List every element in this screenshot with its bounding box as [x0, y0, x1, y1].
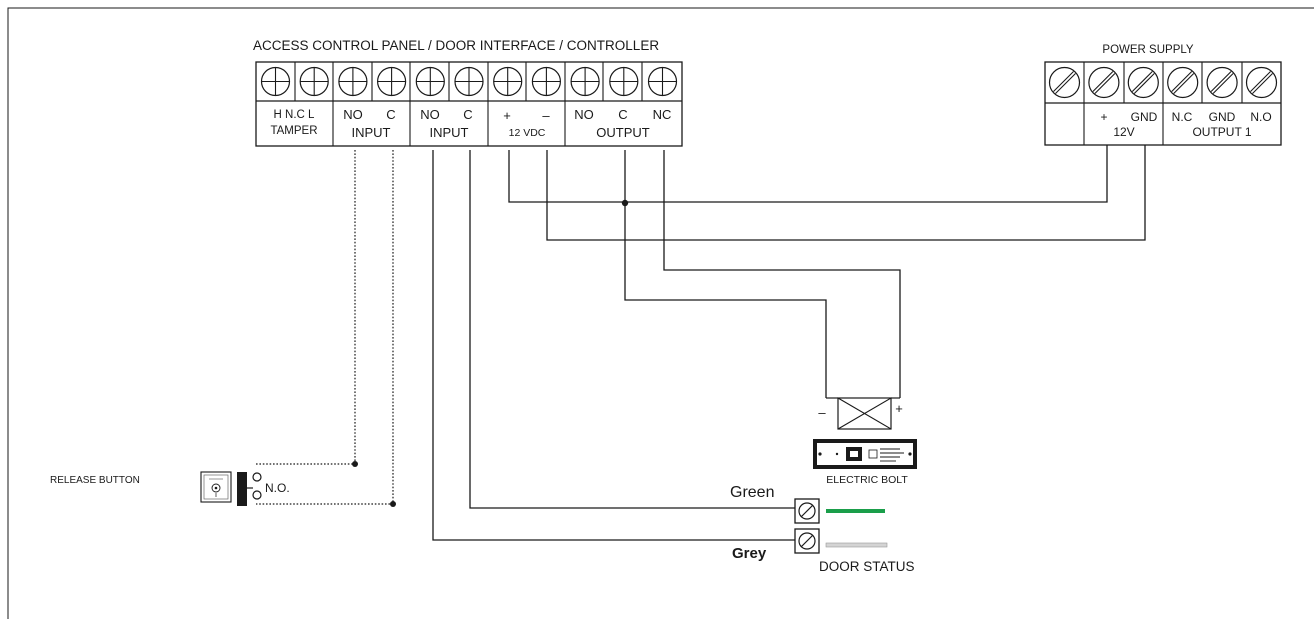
controller-screw-terminals	[260, 66, 678, 97]
slot-screw-icon	[1167, 66, 1199, 99]
wire-grey	[432, 150, 796, 541]
vdc-plus-label: +	[503, 108, 511, 123]
electric-bolt-icon	[813, 439, 917, 469]
input2-no-label: NO	[420, 107, 440, 122]
output-group-label: OUTPUT	[596, 125, 650, 140]
input1-no-label: NO	[343, 107, 363, 122]
cross-screw-icon	[338, 66, 368, 97]
cross-screw-icon	[531, 66, 562, 97]
output-nc-label: NC	[653, 107, 672, 122]
door-status-terminal-green	[794, 498, 820, 524]
ps-12v-label: 12V	[1113, 125, 1134, 139]
cross-screw-icon	[377, 66, 407, 97]
ps-plus-label: +	[1100, 110, 1107, 124]
wire-release-no	[256, 150, 356, 465]
green-lead	[826, 509, 885, 513]
cross-screw-icon	[454, 66, 484, 97]
release-button-icon	[200, 471, 253, 506]
door-status-terminal-grey	[794, 528, 820, 554]
ps-output1-label: OUTPUT 1	[1192, 125, 1251, 139]
vdc-minus-label: –	[542, 108, 550, 123]
cross-screw-icon	[647, 66, 678, 97]
release-button-label: RELEASE BUTTON	[50, 475, 140, 486]
door-status-label: DOOR STATUS	[819, 559, 915, 574]
slot-screw-icon	[1088, 66, 1120, 99]
wire-output-nc	[663, 150, 901, 398]
cross-screw-icon	[260, 66, 291, 97]
slot-screw-icon	[1048, 66, 1081, 99]
wire-12v-plus	[508, 145, 1108, 203]
slot-screw-icon	[1206, 66, 1238, 99]
release-contact-label: N.O.	[265, 481, 290, 495]
bolt-minus-label: –	[818, 405, 826, 420]
cross-screw-icon	[493, 66, 523, 97]
cross-screw-icon	[609, 66, 639, 97]
wire-green	[469, 150, 796, 509]
bolt-coil-icon	[826, 397, 900, 430]
electric-bolt-label: ELECTRIC BOLT	[826, 474, 908, 486]
tamper-pins-label: H N.C L	[274, 109, 316, 121]
grey-wire-label: Grey	[732, 545, 767, 562]
grey-lead	[825, 542, 888, 548]
page-frame	[7, 7, 1314, 619]
green-wire-label: Green	[730, 484, 774, 501]
slot-screw-icon	[1245, 66, 1278, 99]
wire-12v-gnd	[546, 145, 1146, 241]
ps-out-nc-label: N.C	[1172, 110, 1193, 124]
power-supply-terminal-block	[1044, 61, 1282, 146]
no-contact-icon	[252, 472, 262, 500]
wire-release-c	[256, 150, 394, 505]
ps-out-gnd-label: GND	[1209, 110, 1236, 124]
ps-out-no-label: N.O	[1250, 110, 1271, 124]
vdc-group-label: 12 VDC	[509, 127, 546, 139]
controller-title: ACCESS CONTROL PANEL / DOOR INTERFACE / …	[253, 38, 659, 53]
cross-screw-icon	[415, 66, 445, 97]
slot-screw-icon	[1127, 66, 1159, 99]
cross-screw-icon	[299, 66, 329, 97]
wire-output-c	[624, 150, 827, 398]
input2-group-label: INPUT	[430, 125, 469, 140]
input2-c-label: C	[463, 107, 472, 122]
power-supply-title: POWER SUPPLY	[1102, 44, 1193, 56]
output-c-label: C	[618, 107, 627, 122]
ps-gnd-label: GND	[1131, 110, 1158, 124]
junction-dot	[621, 199, 629, 207]
tamper-label: TAMPER	[270, 125, 317, 137]
bolt-plus-label: +	[895, 401, 903, 416]
input1-c-label: C	[386, 107, 395, 122]
power-supply-screw-terminals	[1048, 66, 1278, 99]
output-no-label: NO	[574, 107, 594, 122]
input1-group-label: INPUT	[352, 125, 391, 140]
cross-screw-icon	[570, 66, 600, 97]
